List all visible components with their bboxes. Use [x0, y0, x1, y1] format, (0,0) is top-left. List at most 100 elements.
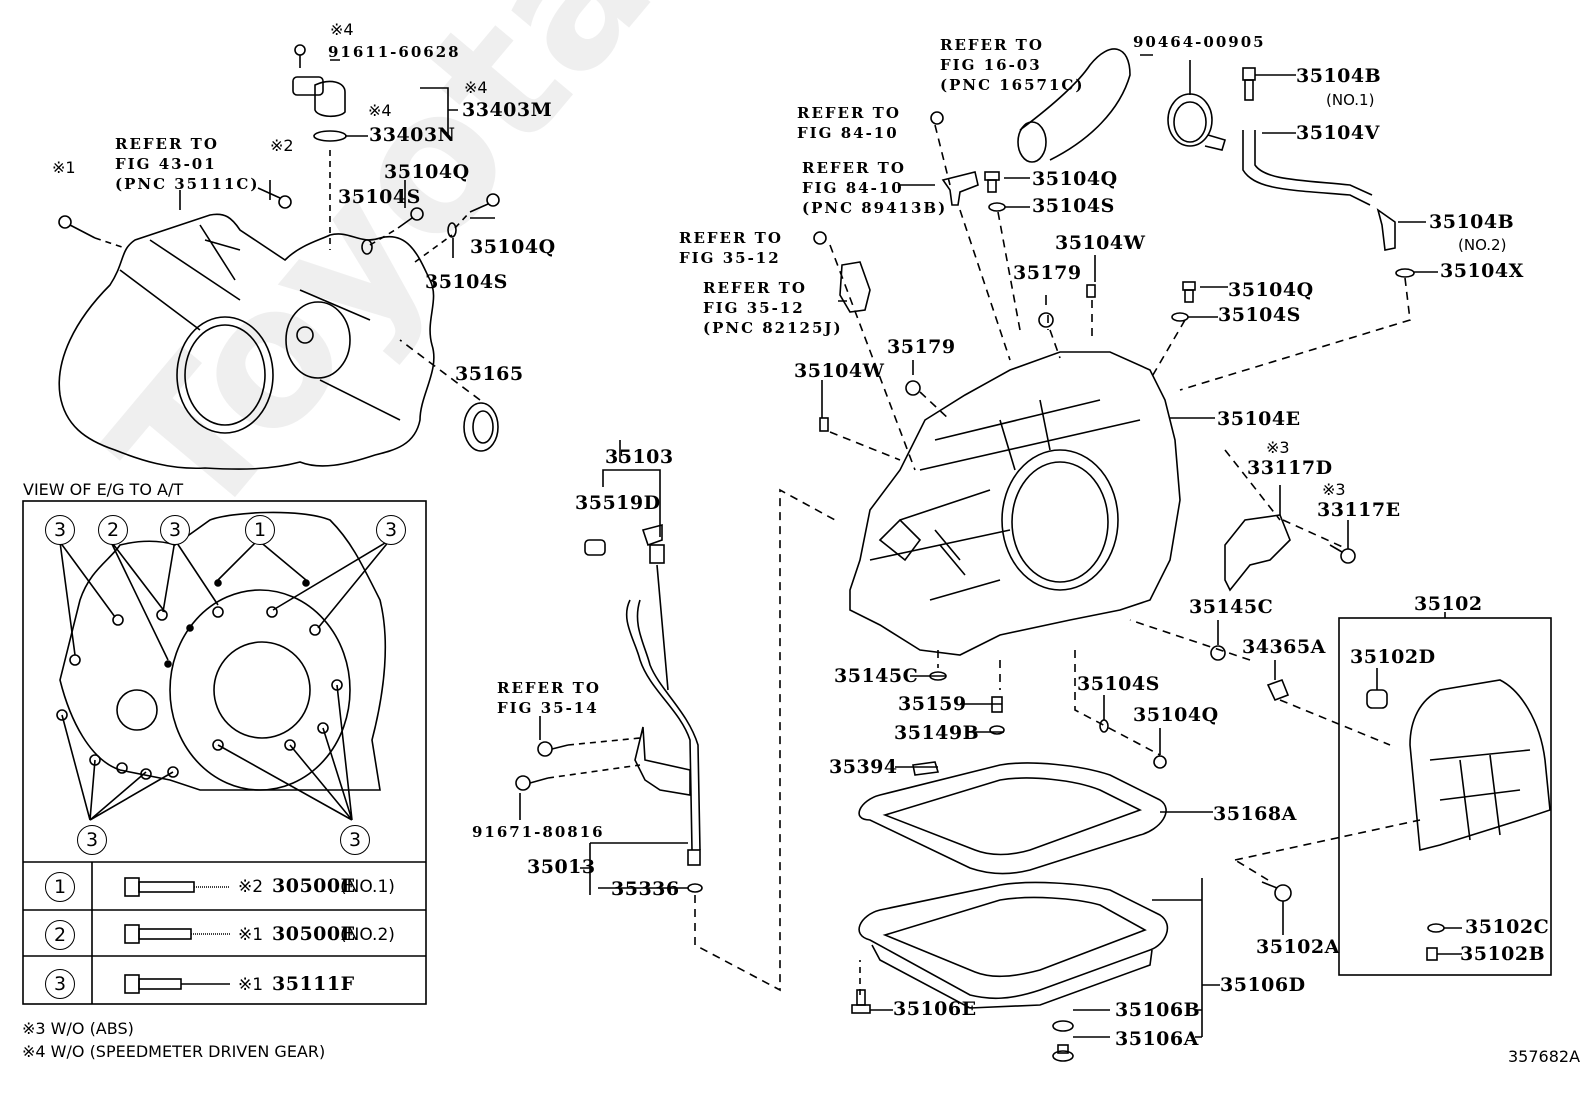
oring-35104S-b: [447, 222, 457, 238]
part-label[interactable]: 35102C: [1465, 916, 1550, 938]
part-label[interactable]: 35104E: [1217, 408, 1301, 430]
callout-3: 3: [376, 515, 406, 545]
part-label[interactable]: 35102A: [1256, 936, 1340, 958]
pin-35104W-b: [819, 417, 829, 432]
part-label[interactable]: 35104S: [1032, 195, 1115, 217]
legend-bolt-2: [124, 924, 230, 944]
part-label[interactable]: 35106E: [893, 998, 977, 1020]
part-label[interactable]: 35102: [1414, 593, 1483, 615]
part-label[interactable]: 35104X: [1440, 260, 1524, 282]
part-label[interactable]: 33117D: [1247, 457, 1333, 479]
hose-35104V: [1242, 130, 1373, 206]
legend-suffix-1: (NO.1): [340, 877, 395, 897]
legend-part-1: 30500E: [272, 875, 356, 897]
part-label[interactable]: 91611-60628: [328, 43, 461, 61]
reference-fig-35-12-pnc[interactable]: REFER TO FIG 35-12 (PNC 82125J): [703, 279, 843, 337]
part-label[interactable]: 35103: [605, 446, 674, 468]
part-label[interactable]: 34365A: [1242, 636, 1326, 658]
callout-3: 3: [160, 515, 190, 545]
mark-note4: ※4: [464, 78, 488, 97]
oil-pan-35106D: [858, 881, 1169, 1009]
gasket-35149B: [989, 725, 1005, 735]
part-label[interactable]: 35104Q: [1032, 168, 1118, 190]
part-label[interactable]: 35168A: [1213, 803, 1297, 825]
mark-note2: ※2: [270, 136, 294, 155]
leader-lines: [179, 59, 495, 258]
part-label[interactable]: 35104S: [1077, 673, 1160, 695]
gasket-35168A: [858, 762, 1167, 875]
legend-table-lines: [23, 861, 426, 1004]
part-label[interactable]: 35104Q: [470, 236, 556, 258]
reference-fig-43-01[interactable]: REFER TO FIG 43-01 (PNC 35111C): [115, 135, 260, 193]
part-label[interactable]: 35106B: [1115, 999, 1201, 1021]
transaxle-case-main: [849, 351, 1181, 656]
mark-note3: ※3: [1266, 438, 1290, 457]
hose-16571C: [1017, 48, 1131, 163]
legend-part-2: 30500E: [272, 923, 356, 945]
part-label[interactable]: 35104Q: [1228, 279, 1314, 301]
reference-fig-35-14[interactable]: REFER TO FIG 35-14: [497, 679, 601, 717]
part-label[interactable]: 35104S: [338, 186, 421, 208]
plug-35102B: [1426, 947, 1438, 961]
part-label[interactable]: 35102B: [1460, 943, 1546, 965]
part-label[interactable]: 35013: [527, 856, 596, 878]
part-label[interactable]: 35159: [898, 693, 967, 715]
legend-mark-3: ※1: [238, 975, 264, 995]
mark-note3: ※3: [1322, 480, 1346, 499]
plug-35179-b: [905, 380, 921, 396]
callout-3: 3: [77, 825, 107, 855]
legend-mark-2: ※1: [238, 925, 264, 945]
bolt-35104Q-c: [984, 171, 1000, 193]
part-label[interactable]: 35394: [829, 756, 898, 778]
part-label[interactable]: 35149B: [894, 722, 980, 744]
sensor-89413B: [930, 111, 979, 206]
part-label[interactable]: 35104V: [1296, 122, 1380, 144]
inset-title: VIEW OF E/G TO A/T: [23, 480, 184, 499]
sensor-82125J: [813, 231, 871, 313]
part-35394: [912, 761, 940, 776]
part-label[interactable]: 35106A: [1115, 1028, 1199, 1050]
part-label[interactable]: 35165: [455, 363, 524, 385]
legend-suffix-2: (NO.2): [340, 925, 395, 945]
part-label[interactable]: 35104S: [425, 271, 508, 293]
bolt-35104Q-d: [1182, 281, 1196, 303]
legend-bolt-3: [124, 974, 230, 994]
note-4: ※4 W/O (SPEEDMETER DRIVEN GEAR): [22, 1042, 326, 1061]
part-label[interactable]: 33403N: [369, 124, 456, 146]
gasket-35145C-b: [1210, 645, 1226, 661]
legend-part-3: 35111F: [272, 973, 355, 995]
part-label[interactable]: 35104Q: [384, 161, 470, 183]
clamp-90464: [1167, 93, 1226, 151]
o-ring-33403N: [313, 130, 347, 142]
oring-35104S-e: [1099, 719, 1109, 733]
part-label[interactable]: 35104B: [1296, 65, 1382, 87]
part-label[interactable]: 35104Q: [1133, 704, 1219, 726]
reference-fig-35-12[interactable]: REFER TO FIG 35-12: [679, 229, 783, 267]
reference-fig-84-10[interactable]: REFER TO FIG 84-10: [797, 104, 901, 142]
part-label[interactable]: 33117E: [1317, 499, 1401, 521]
part-label[interactable]: 35179: [1013, 262, 1082, 284]
part-label[interactable]: 35145C: [834, 665, 919, 687]
reference-fig-84-10-pnc[interactable]: REFER TO FIG 84-10 (PNC 89413B): [802, 159, 948, 217]
part-sublabel: (NO.2): [1458, 236, 1507, 254]
part-label[interactable]: 35104B: [1429, 211, 1515, 233]
plug-35106A: [1052, 1044, 1074, 1062]
part-label[interactable]: 35179: [887, 336, 956, 358]
part-label[interactable]: 35106D: [1220, 974, 1306, 996]
gasket-35168A-inner: [882, 777, 1143, 856]
part-label[interactable]: 35519D: [575, 492, 661, 514]
part-label[interactable]: 35145C: [1189, 596, 1274, 618]
part-label[interactable]: 35104W: [1055, 232, 1146, 254]
legend-key-1: 1: [45, 872, 75, 902]
part-label[interactable]: 91671-80816: [472, 823, 605, 841]
part-label[interactable]: 35104S: [1218, 304, 1301, 326]
part-label[interactable]: 33403M: [462, 99, 553, 121]
legend-bolt-1: [124, 877, 230, 897]
part-label[interactable]: 90464-00905: [1133, 33, 1266, 51]
part-label[interactable]: 35336: [611, 878, 680, 900]
part-label[interactable]: 35104W: [794, 360, 885, 382]
part-label[interactable]: 35102D: [1350, 646, 1436, 668]
legend-key-2: 2: [45, 920, 75, 950]
reference-fig-16-03[interactable]: REFER TO FIG 16-03 (PNC 16571C): [940, 36, 1085, 94]
inset-view-drawing: [56, 511, 391, 821]
